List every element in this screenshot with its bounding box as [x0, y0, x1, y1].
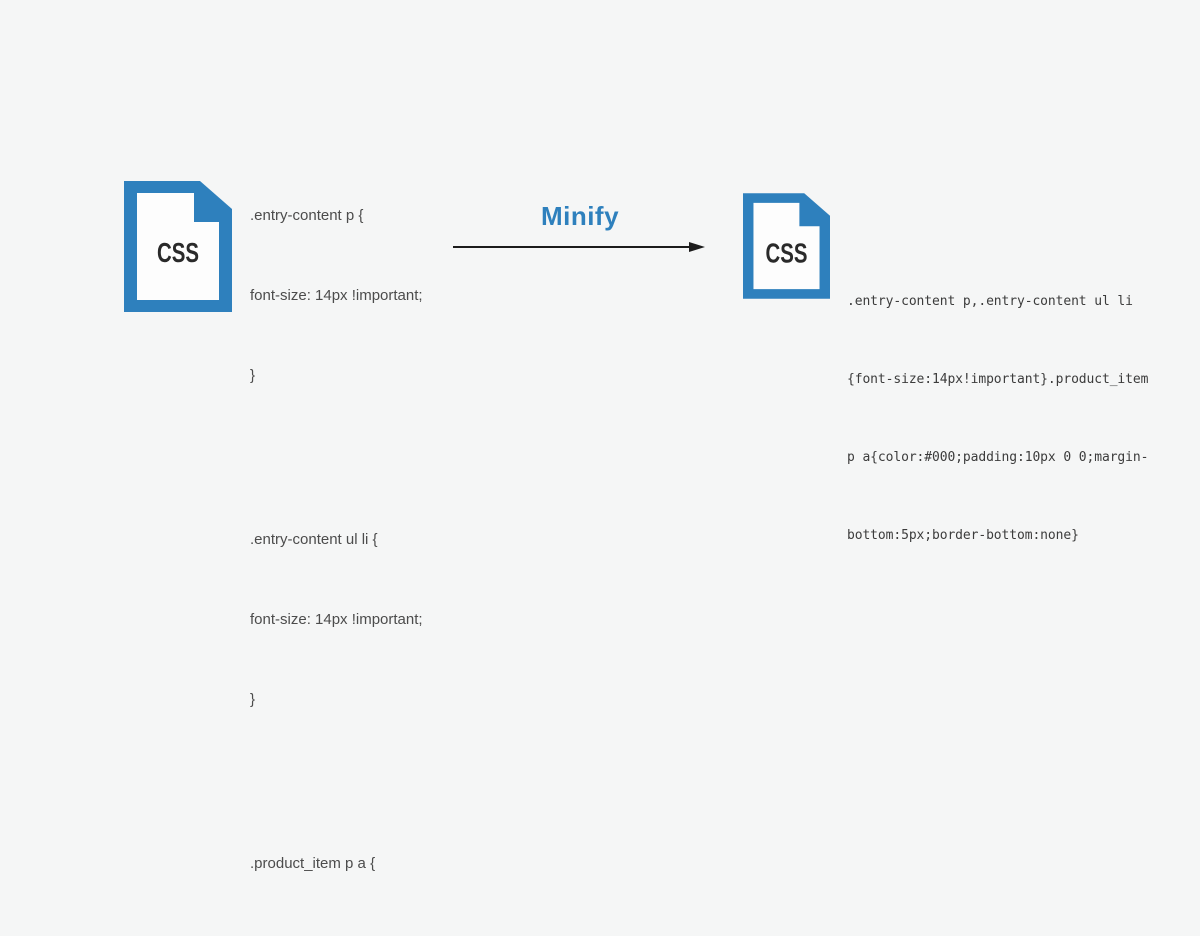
arrow-head — [689, 242, 705, 252]
source-code-line: font-size: 14px !important; — [250, 611, 423, 628]
css-file-icon-minified: CSS — [743, 193, 830, 299]
source-code-line: .entry-content ul li { — [250, 531, 378, 548]
minify-label: Minify — [540, 201, 620, 231]
css-file-icon-source: CSS — [124, 181, 232, 312]
minified-code-line: p a{color:#000;padding:10px 0 0;margin- — [847, 450, 1149, 465]
source-file-label: CSS — [157, 237, 199, 268]
source-css-code: .entry-content p { font-size: 14px !impo… — [250, 126, 423, 936]
minified-code-line: .entry-content p,.entry-content ul li — [847, 294, 1133, 309]
file-page — [137, 193, 219, 300]
source-code-line: .product_item p a { — [250, 855, 376, 872]
minified-file-label: CSS — [766, 237, 808, 269]
source-code-line: font-size: 14px !important; — [250, 287, 423, 304]
minified-code-line: bottom:5px;border-bottom:none} — [847, 528, 1079, 543]
source-code-line — [250, 446, 423, 470]
source-code-line — [250, 770, 423, 794]
minified-css-code: .entry-content p,.entry-content ul li {f… — [847, 214, 1148, 585]
source-code-line: color: #000; — [250, 934, 423, 936]
source-code-line: } — [250, 367, 256, 384]
css-minify-diagram: CSS .entry-content p { font-size: 14px !… — [124, 181, 1148, 936]
right-arrow-icon — [453, 242, 705, 252]
minified-code-line: {font-size:14px!important}.product_item — [847, 372, 1149, 387]
source-code-line: .entry-content p { — [250, 207, 364, 224]
file-page — [753, 202, 820, 290]
source-code-line: } — [250, 691, 256, 708]
